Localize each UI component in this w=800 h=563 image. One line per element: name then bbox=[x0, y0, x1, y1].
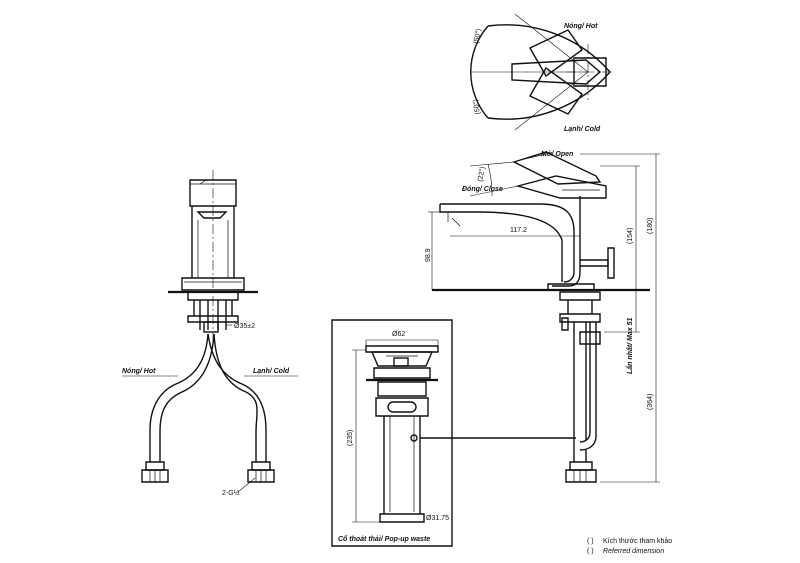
front-hot-label: Nóng/ Hot bbox=[122, 368, 156, 375]
side-height-180: (180) bbox=[647, 218, 654, 234]
front-cold-label: Lạnh/ Cold bbox=[253, 368, 290, 375]
side-max-thickness: Lắn nhất/ Max 51 bbox=[625, 317, 634, 374]
popup-caption: Cổ thoát thải/ Pop-up waste bbox=[338, 535, 430, 543]
top-hot-label: Nóng/ Hot bbox=[564, 23, 598, 30]
note-paren-2: ( ) bbox=[587, 548, 594, 555]
front-view: Ø35±2 Nóng/ Hot Lạnh/ Cold 2-G½ bbox=[122, 170, 298, 497]
front-thread-label: 2-G½ bbox=[222, 489, 240, 497]
note-paren: ( ) bbox=[587, 538, 594, 545]
side-spout-reach: 117.2 bbox=[510, 227, 527, 234]
popup-bottom-dia: Ø31.75 bbox=[426, 515, 449, 522]
note-english: Referred dimension bbox=[603, 548, 664, 555]
side-height-154: (154) bbox=[627, 228, 634, 244]
side-close-label: Đóng/ Close bbox=[462, 186, 503, 193]
note-vietnamese: Kích thước tham khảo bbox=[603, 538, 672, 545]
side-open-label: Mở/ Open bbox=[541, 151, 573, 158]
popup-waste-view: Cổ thoát thải/ Pop-up waste Ø62 Ø31.75 (… bbox=[331, 319, 576, 547]
side-spout-height: 98.9 bbox=[425, 248, 432, 262]
top-cold-label: Lạnh/ Cold bbox=[564, 126, 601, 133]
top-angle-cold: (50°) bbox=[471, 99, 482, 115]
popup-top-dia: Ø62 bbox=[392, 331, 405, 338]
side-height-364: (364) bbox=[647, 394, 654, 410]
popup-length: (235) bbox=[347, 430, 354, 446]
top-angle-hot: (50°) bbox=[472, 28, 483, 44]
side-view: (22°) Mở/ Open Đóng/ Close 117.2 bbox=[425, 151, 660, 483]
front-hole-dia: Ø35±2 bbox=[234, 323, 255, 330]
top-view: Nóng/ Hot Lạnh/ Cold (50°) (50°) bbox=[470, 13, 612, 133]
side-angle-open: (22°) bbox=[476, 166, 487, 182]
reference-note: ( ) Kích thước tham khảo ( ) Referred di… bbox=[587, 538, 672, 555]
